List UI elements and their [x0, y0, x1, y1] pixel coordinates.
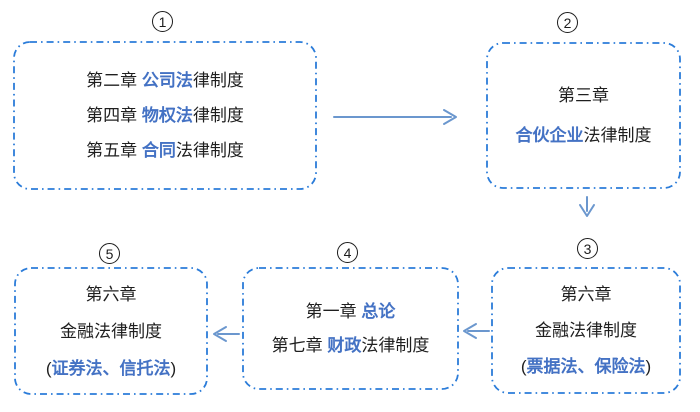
text-segment: 律制度: [192, 71, 244, 90]
box-text-line: 金融法律制度: [60, 313, 162, 350]
box-1-border: [13, 41, 317, 190]
highlighted-term: 财政: [327, 335, 362, 355]
box-text-line: 第一章 总论: [306, 295, 396, 329]
highlighted-term: 总论: [361, 301, 396, 321]
circled-number-3: 3: [577, 238, 598, 259]
box-text-line: 第五章 合同法律制度: [86, 133, 244, 168]
circled-number-5: 5: [99, 243, 120, 264]
box-text-line: (证券法、信托法): [46, 350, 176, 387]
highlighted-term: 物权法: [141, 106, 193, 125]
box-text-line: 金融法律制度: [535, 313, 637, 349]
box-4-border: [242, 267, 459, 390]
text-segment: 第五章: [86, 141, 142, 160]
text-segment: 第六章: [85, 284, 137, 304]
circled-number-4: 4: [337, 242, 358, 263]
arrow-left-icon-3-to-4: [463, 323, 490, 339]
text-segment: (: [45, 358, 52, 378]
chapter-box-5: 第六章金融法律制度 (证券法、信托法): [15, 268, 207, 394]
text-segment: 法律制度: [175, 141, 244, 160]
highlighted-term: 公司法: [141, 71, 193, 90]
box-text-line: (票据法、保险法): [521, 349, 651, 385]
text-segment: 第二章: [86, 71, 142, 90]
chapter-box-3: 第六章金融法律制度 (票据法、保险法): [492, 268, 680, 393]
arrow-right-icon: [333, 109, 457, 125]
text-segment: 第六章: [560, 284, 612, 304]
box-text-line: 第三章: [558, 76, 609, 116]
box-text-line: 第七章 财政法律制度: [272, 329, 430, 363]
arrow-down-icon: [579, 196, 595, 217]
text-segment: 法律制度: [361, 335, 430, 355]
text-segment: ): [170, 358, 177, 378]
text-segment: (: [520, 356, 527, 376]
highlighted-term: 合同: [141, 141, 176, 160]
chapter-box-1: 第二章 公司法律制度第四章 物权法律制度第五章 合同法律制度: [14, 42, 316, 189]
box-2-border: [486, 42, 681, 189]
text-segment: 第四章: [86, 106, 142, 125]
box-text-line: 第六章: [86, 276, 137, 313]
box-text-line: 第四章 物权法律制度: [86, 98, 244, 133]
text-segment: 法律制度: [583, 125, 652, 145]
text-segment: 第三章: [558, 85, 609, 105]
highlighted-term: 票据法、保险法: [526, 356, 646, 376]
circled-number-2: 2: [557, 12, 578, 33]
chapter-box-4: 第一章 总论第七章 财政法律制度: [243, 268, 458, 389]
arrow-left-icon-4-to-5: [213, 326, 240, 342]
box-5-border: [14, 267, 208, 395]
highlighted-term: 证券法、信托法: [51, 358, 171, 378]
box-text-line: 第六章: [561, 277, 612, 313]
box-3-border: [491, 267, 681, 394]
box-text-line: 合伙企业法律制度: [516, 116, 652, 156]
circled-number-1: 1: [152, 11, 173, 32]
highlighted-term: 合伙企业: [515, 125, 584, 145]
text-segment: 第七章: [271, 335, 328, 355]
text-segment: 金融法律制度: [535, 320, 637, 340]
text-segment: 第一章: [305, 301, 362, 321]
text-segment: 律制度: [192, 106, 244, 125]
chapter-box-2: 第三章合伙企业法律制度: [487, 43, 680, 188]
text-segment: 金融法律制度: [60, 321, 162, 341]
box-text-line: 第二章 公司法律制度: [86, 63, 244, 98]
text-segment: ): [645, 356, 652, 376]
